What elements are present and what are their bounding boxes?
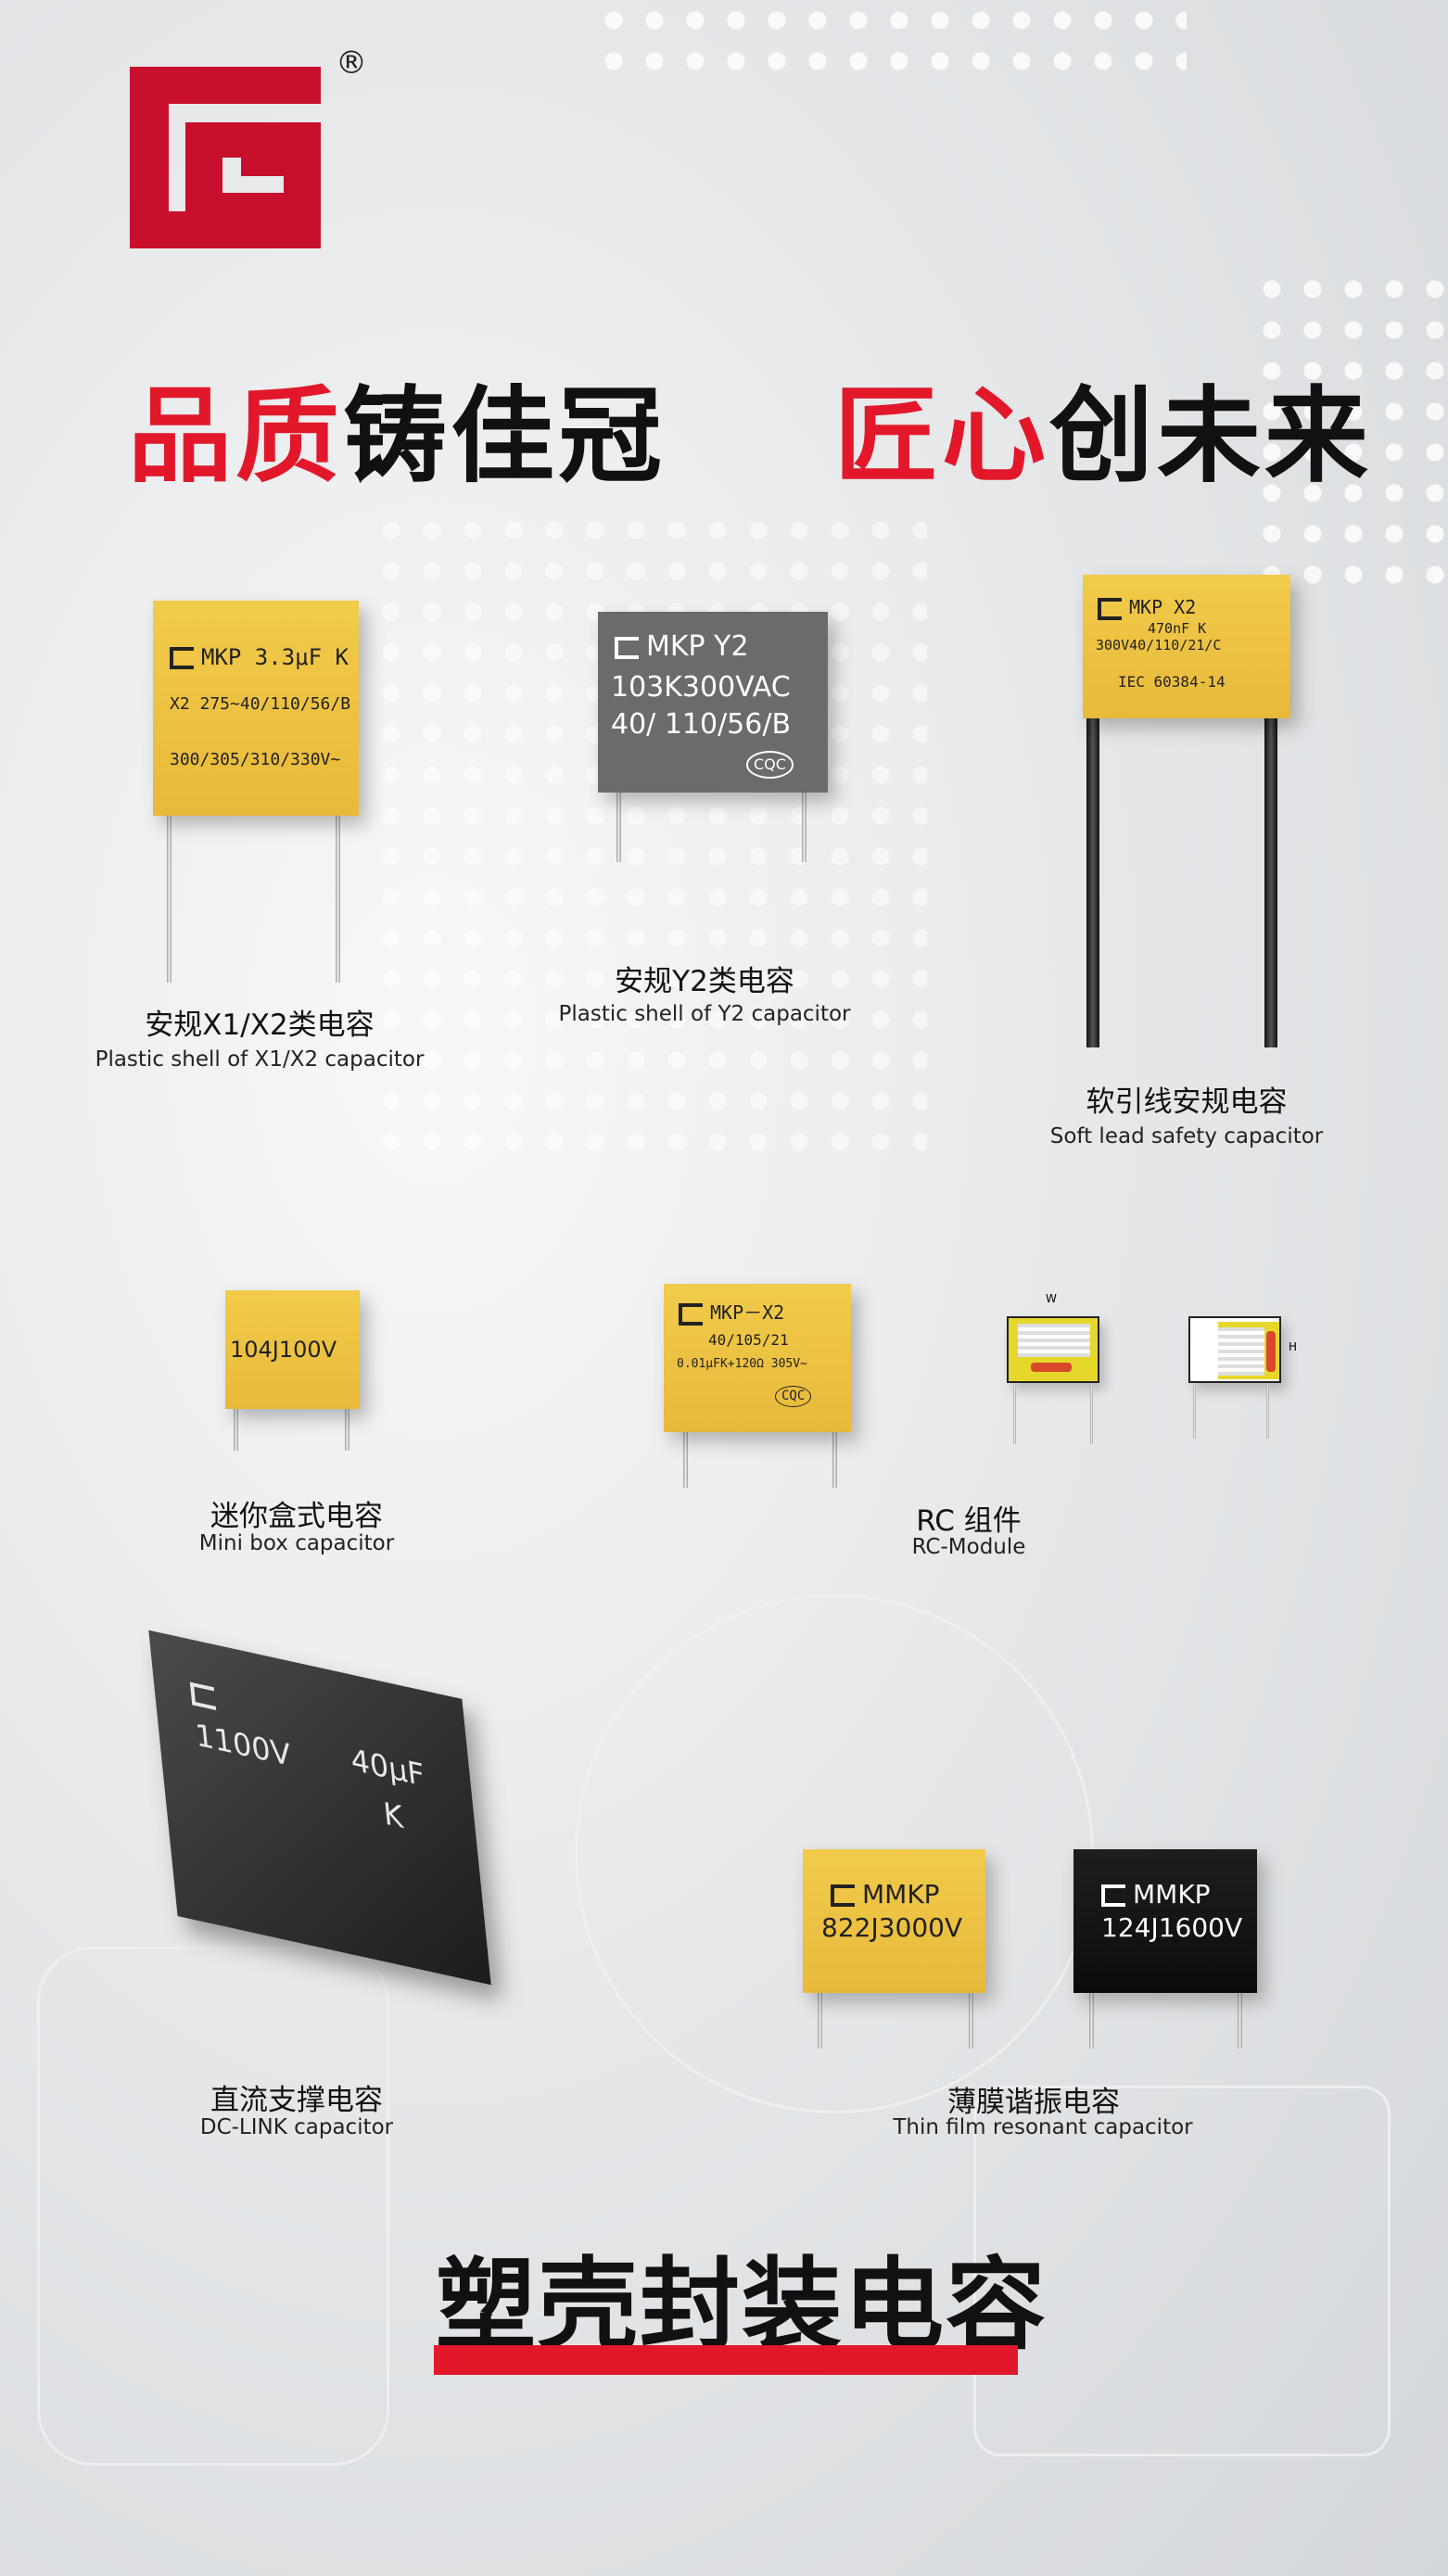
decor-dots: [593, 0, 1187, 74]
dc-link-capacitor-image: 1100V 40μF K: [148, 1630, 491, 1986]
product-name-en: Plastic shell of X1/X2 capacitor: [95, 1047, 425, 1072]
rc-module-capacitor-image: MKP－X2 40/105/21 0.01μFK+120Ω 305V~ CQC: [664, 1284, 851, 1432]
slogan-right: 匠心创未来: [834, 352, 1372, 502]
slogan-left: 品质铸佳冠: [128, 352, 666, 502]
decor-circuit: [973, 2086, 1391, 2456]
mmkp-124-capacitor-image: MMKP 124J1600V: [1073, 1849, 1257, 1993]
x2-capacitor-image: MKP 3.3μF K X2 275~40/110/56/B 300/305/3…: [153, 601, 359, 816]
product-name-cn: 薄膜谐振电容: [947, 2086, 1120, 2119]
title-underline-bar: [434, 2345, 1018, 2375]
rc-module-diagram: W: [1007, 1292, 1099, 1383]
mini-box-capacitor-image: 104J100V: [225, 1290, 360, 1409]
product-name-cn: 迷你盒式电容: [210, 1500, 383, 1533]
product-name-en: Mini box capacitor: [198, 1531, 395, 1555]
decor-dots: [1251, 269, 1448, 603]
product-name-en: Plastic shell of Y2 capacitor: [558, 1002, 851, 1026]
product-name-cn: 安规Y2类电容: [615, 965, 794, 998]
y2-capacitor-image: MKP Y2 103K300VAC 40/ 110/56/B CQC: [598, 612, 828, 793]
brand-logo: [130, 67, 321, 248]
product-name-en: Soft lead safety capacitor: [1049, 1124, 1324, 1148]
product-name-en: RC-Module: [911, 1535, 1026, 1559]
product-name-cn: 安规X1/X2类电容: [145, 1009, 375, 1042]
decor-circuit: [37, 1947, 389, 2466]
product-name-en: DC-LINK capacitor: [199, 2115, 394, 2139]
slogan-left-red: 品质: [128, 376, 343, 497]
registered-mark: ®: [336, 44, 367, 82]
slogan-left-black: 铸佳冠: [343, 376, 666, 497]
slogan-right-red: 匠心: [834, 376, 1049, 497]
mmkp-822-capacitor-image: MMKP 822J3000V: [803, 1849, 985, 1993]
rc-module-diagram: H: [1188, 1316, 1297, 1383]
soft-lead-capacitor-image: MKP X2 470nF K 300V40/110/21/C IEC 60384…: [1083, 575, 1290, 718]
product-name-cn: 直流支撑电容: [210, 2084, 383, 2117]
decor-dots: [371, 510, 927, 1159]
slogan-right-black: 创未来: [1049, 376, 1372, 497]
product-name-en: Thin film resonant capacitor: [893, 2115, 1193, 2139]
product-name-cn: RC 组件: [916, 1504, 1022, 1538]
product-name-cn: 软引线安规电容: [1086, 1085, 1288, 1119]
category-title: 塑壳封装电容: [436, 2248, 1048, 2364]
